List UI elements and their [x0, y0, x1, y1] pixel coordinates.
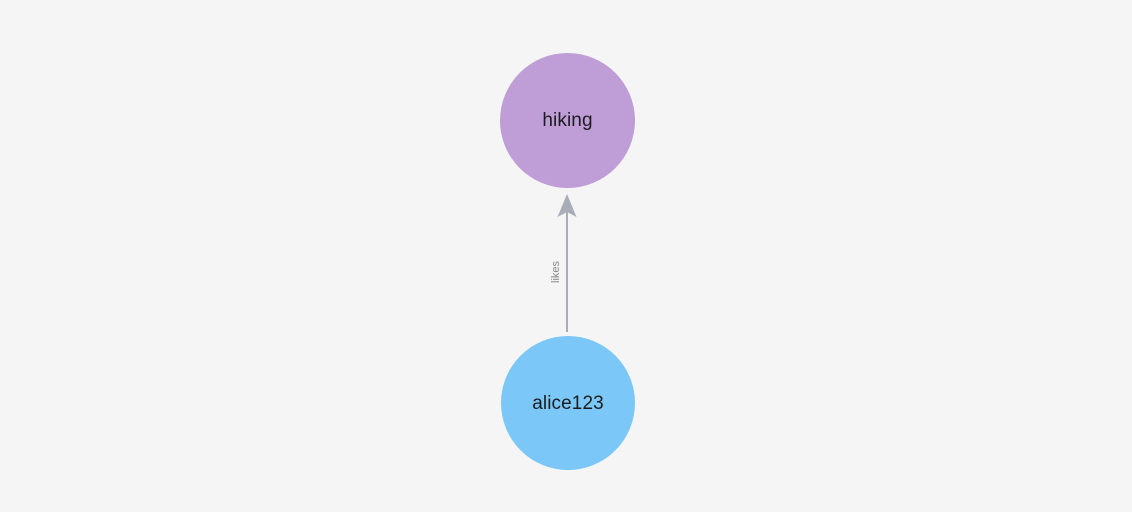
graph-node-hiking[interactable]: hiking: [500, 53, 635, 188]
edge-arrowhead-icon: [557, 194, 577, 217]
edge-label-likes: likes: [550, 260, 562, 283]
node-label-alice123: alice123: [532, 392, 604, 414]
node-label-hiking: hiking: [542, 110, 593, 131]
graph-node-alice123[interactable]: alice123: [501, 336, 635, 470]
